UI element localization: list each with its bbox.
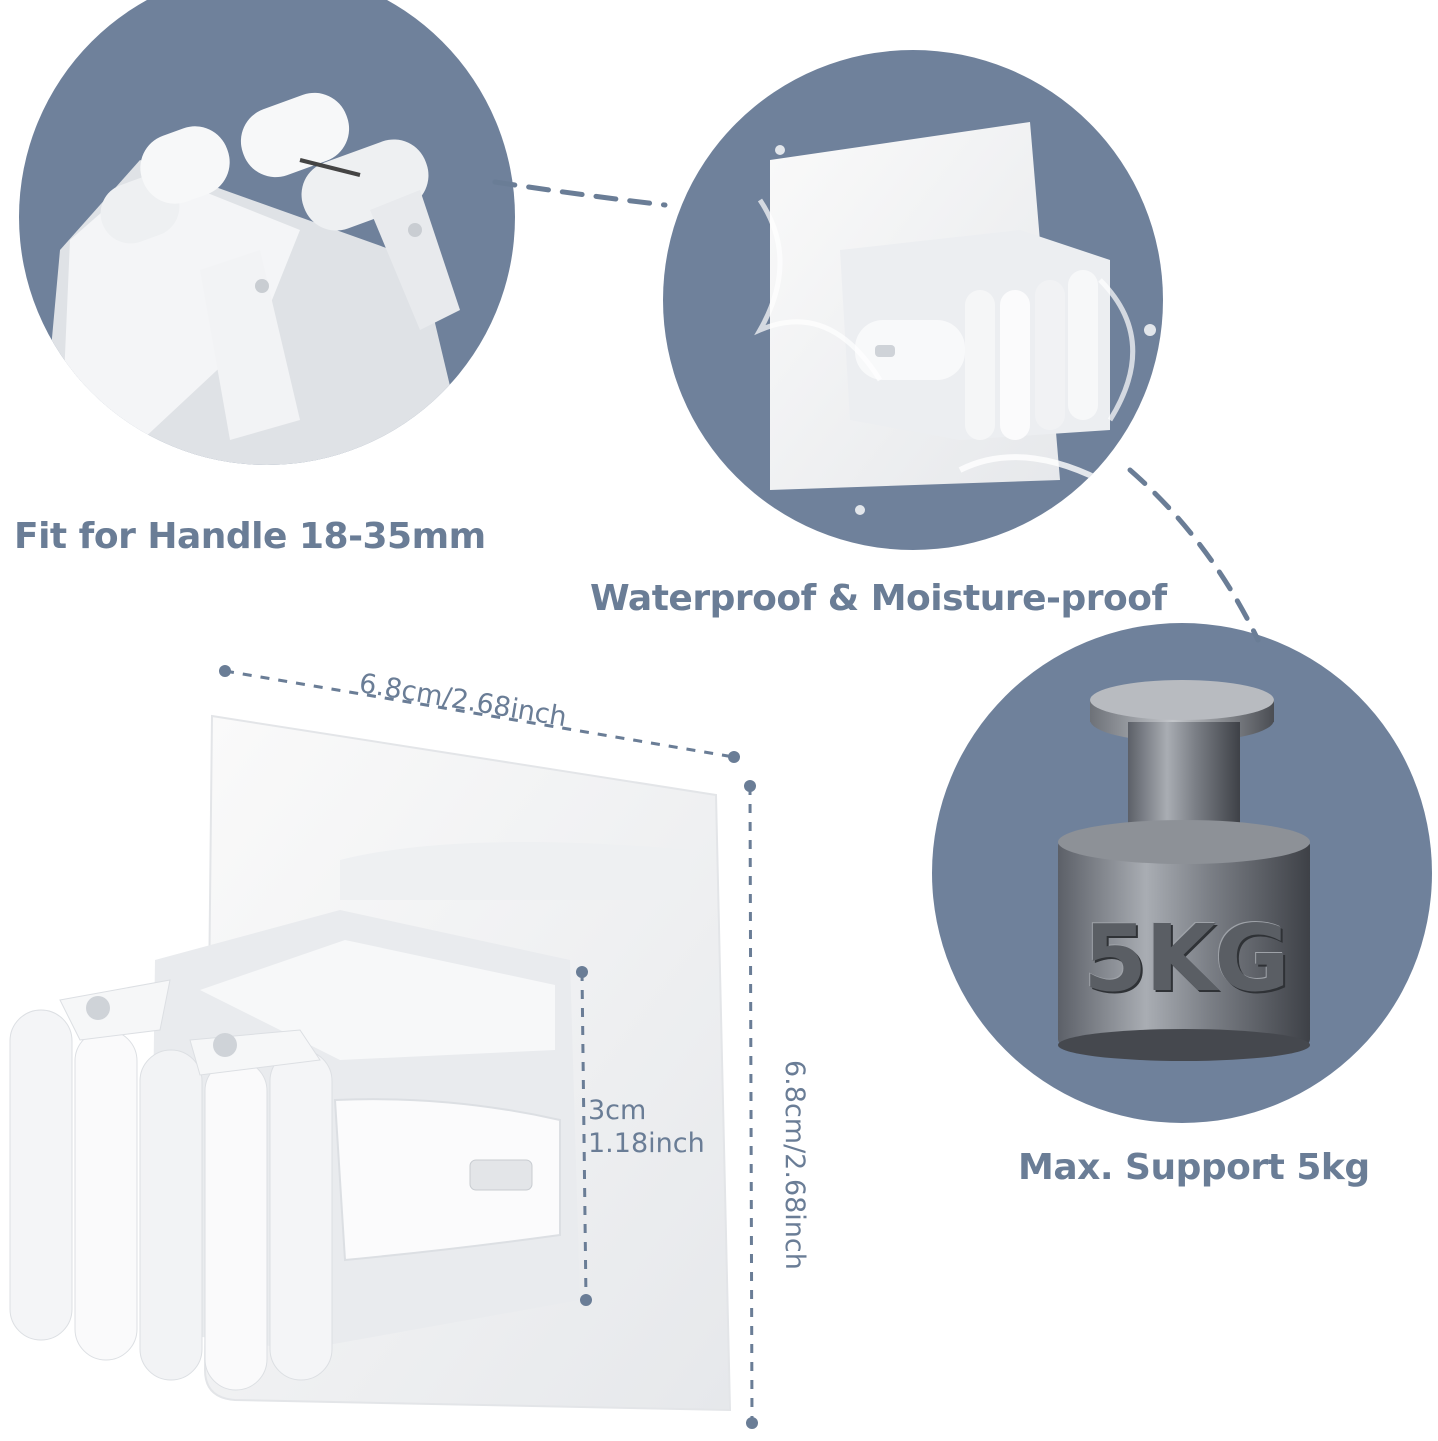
dimension-depth-inch-label: 1.18inch xyxy=(588,1128,705,1159)
dimension-depth-cm-label: 3cm xyxy=(588,1095,647,1126)
weight-image xyxy=(1058,680,1310,1061)
feature-label-waterproof: Waterproof & Moisture-proof xyxy=(590,578,1167,619)
main-product-image xyxy=(9,714,732,1412)
connector-lines xyxy=(492,179,1261,643)
gripper-closeup-image xyxy=(40,92,470,465)
dimension-lines xyxy=(224,669,754,1424)
weight-label: 5KG xyxy=(1083,905,1290,1012)
dimension-endpoints xyxy=(219,665,758,1429)
dimension-height-label: 6.8cm/2.68inch xyxy=(779,1060,810,1270)
feature-label-support: Max. Support 5kg xyxy=(1018,1147,1370,1188)
waterproof-image xyxy=(754,122,1156,515)
feature-label-handle: Fit for Handle 18-35mm xyxy=(14,516,486,557)
